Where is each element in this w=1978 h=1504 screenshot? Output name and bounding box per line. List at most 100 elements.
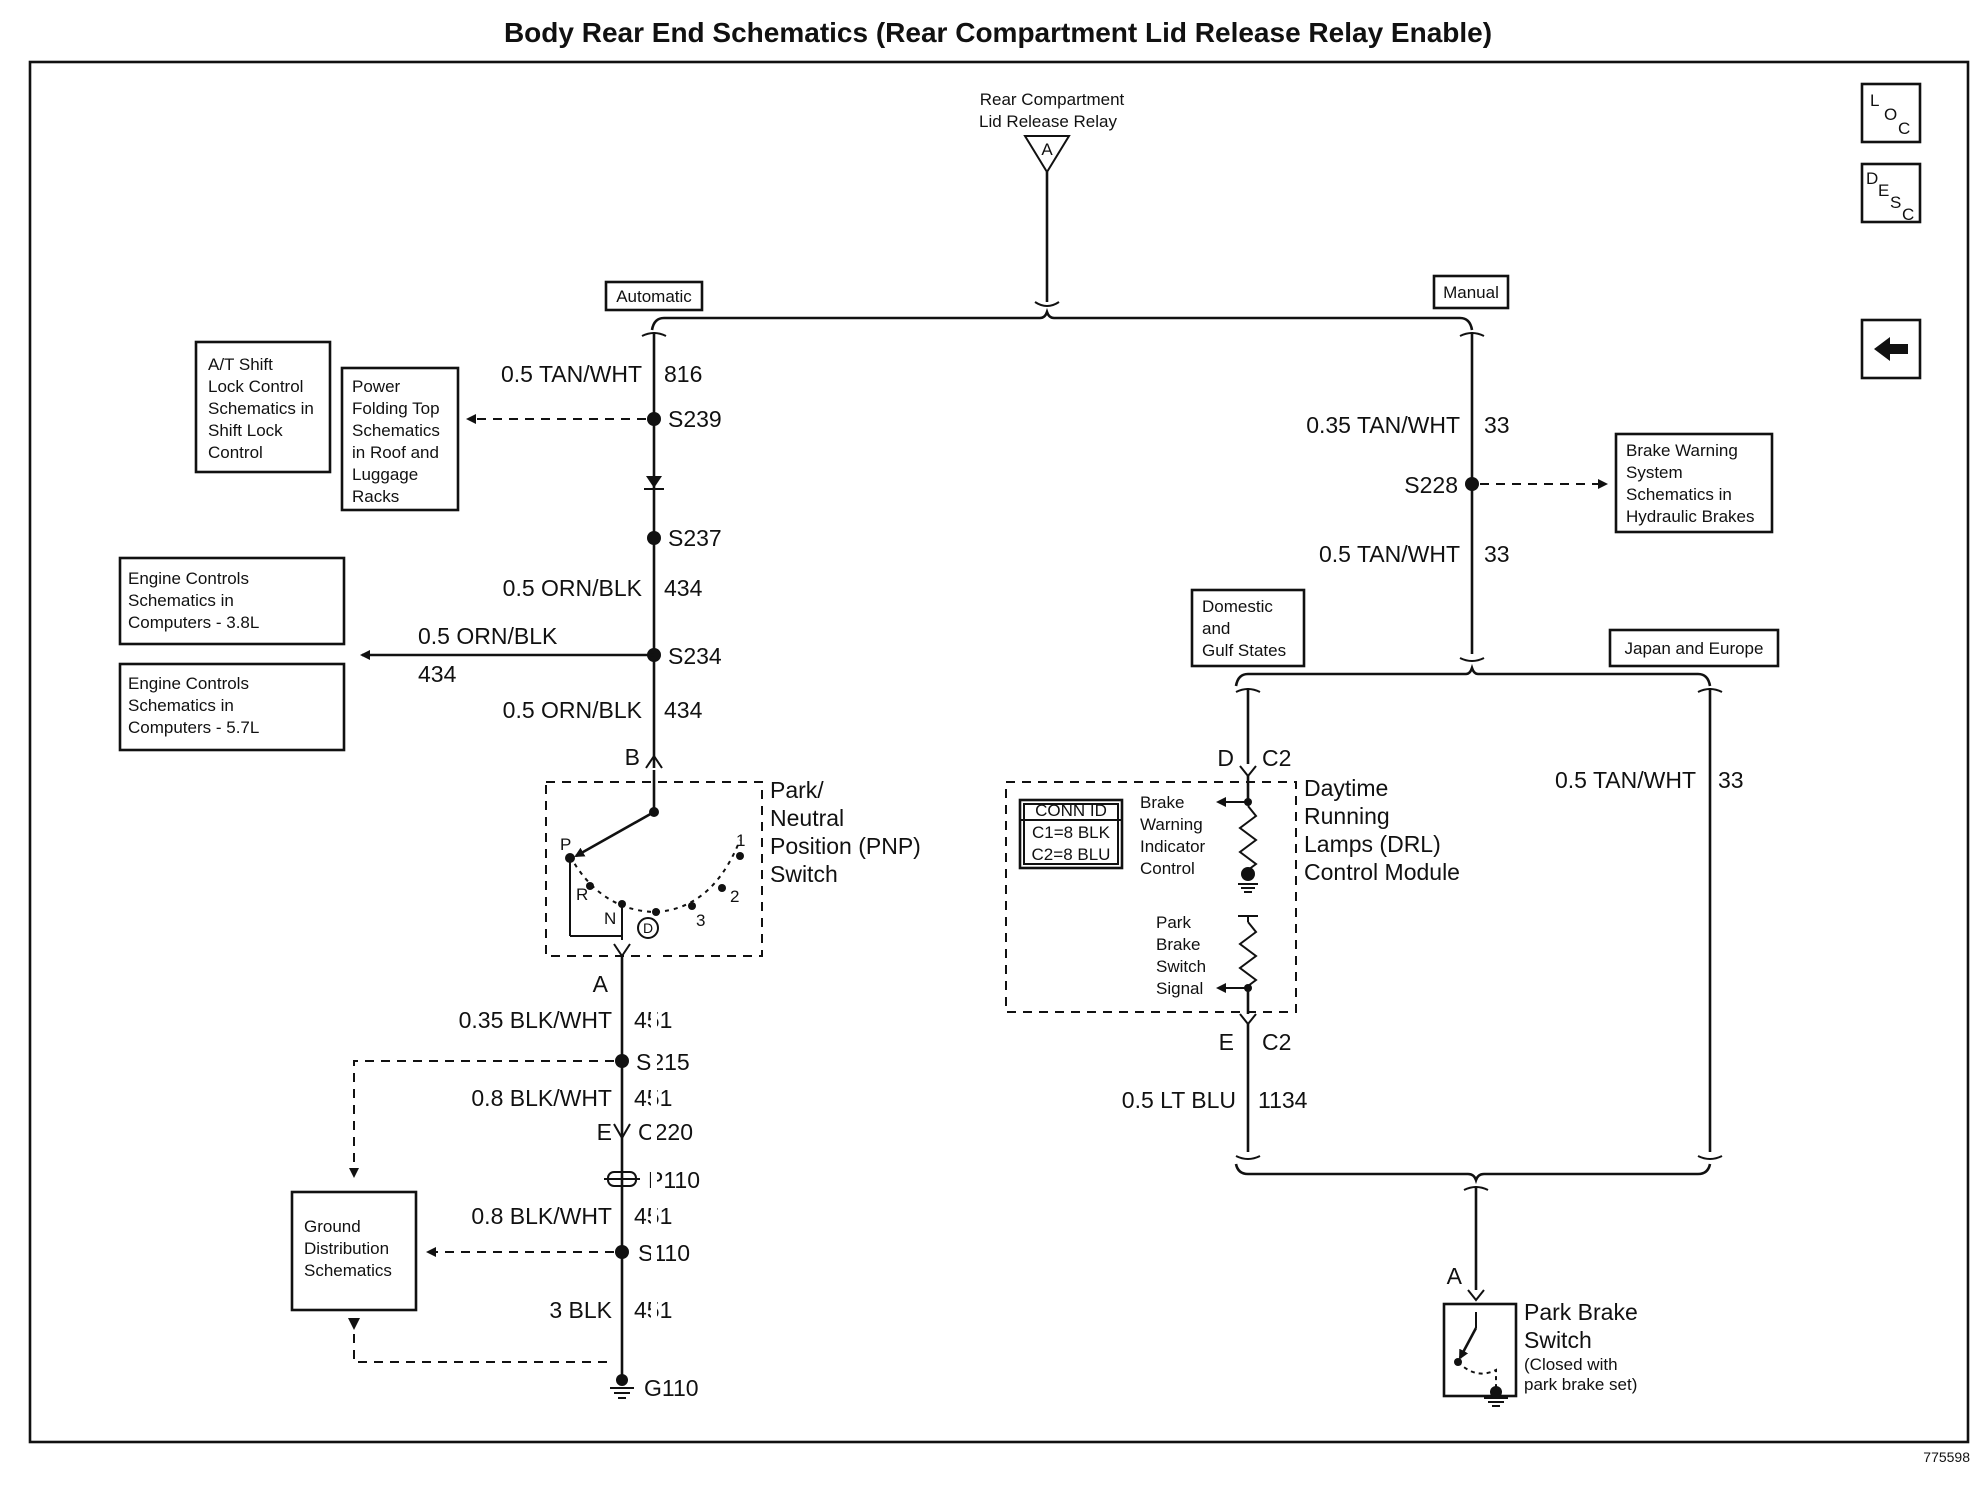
- splice-s239-label: S239: [668, 406, 722, 432]
- svg-text:Ground: Ground: [304, 1217, 361, 1236]
- svg-text:Manual: Manual: [1443, 283, 1499, 302]
- diagram-title: Body Rear End Schematics (Rear Compartme…: [504, 17, 1492, 48]
- svg-text:Schematics in: Schematics in: [128, 696, 234, 715]
- svg-text:Domestic: Domestic: [1202, 597, 1273, 616]
- diode-symbol: [644, 476, 664, 490]
- svg-text:CONN ID: CONN ID: [1035, 801, 1107, 820]
- splice-s228: [1465, 477, 1479, 491]
- ref-power-folding-top[interactable]: Power Folding Top Schematics in Roof and…: [340, 366, 460, 512]
- svg-text:Park/: Park/: [770, 777, 824, 803]
- svg-text:Computers - 3.8L: Computers - 3.8L: [128, 613, 259, 632]
- svg-text:Park: Park: [1156, 913, 1191, 932]
- wire-451b-label: 0.8 BLK/WHT: [471, 1085, 612, 1111]
- svg-text:Park Brake: Park Brake: [1524, 1299, 1638, 1325]
- desc-icon[interactable]: D E S C: [1860, 162, 1922, 224]
- splice-s215: [615, 1054, 629, 1068]
- option-label-japan-europe: Japan and Europe: [1608, 628, 1780, 668]
- drl-control-module: CONN ID C1=8 BLK C2=8 BLU Brake Warning …: [1005, 765, 1460, 1026]
- wire-1134-label: 0.5 LT BLU: [1122, 1087, 1236, 1113]
- japan-europe-circuit: [1697, 688, 1723, 1160]
- ref-brake-warning-system[interactable]: Brake Warning System Schematics in Hydra…: [1614, 432, 1774, 534]
- svg-text:C1=8 BLK: C1=8 BLK: [1032, 823, 1111, 842]
- svg-text:park brake set): park brake set): [1524, 1375, 1637, 1394]
- splice-s237: [647, 531, 661, 545]
- splice-s237-label: S237: [668, 525, 722, 551]
- svg-text:A: A: [1447, 1263, 1463, 1289]
- svg-text:Brake Warning: Brake Warning: [1626, 441, 1738, 460]
- svg-text:Hydraulic Brakes: Hydraulic Brakes: [1626, 507, 1755, 526]
- svg-text:C2=8 BLU: C2=8 BLU: [1032, 845, 1111, 864]
- svg-text:Brake: Brake: [1156, 935, 1200, 954]
- park-brake-switch: A Park Brake Switch (Closed with park br…: [1442, 1263, 1638, 1407]
- ref-engine-controls-5-7l[interactable]: Engine Controls Schematics in Computers …: [118, 662, 346, 752]
- svg-text:Warning: Warning: [1140, 815, 1203, 834]
- svg-text:A/T Shift: A/T Shift: [208, 355, 273, 374]
- svg-text:S: S: [1890, 193, 1901, 212]
- wire-434c-label: 0.5 ORN/BLK: [503, 697, 643, 723]
- splice-s228-label: S228: [1404, 472, 1458, 498]
- svg-text:Switch: Switch: [770, 861, 838, 887]
- svg-text:O: O: [1884, 105, 1897, 124]
- passthrough-p110: [604, 1171, 640, 1187]
- svg-text:Lock Control: Lock Control: [208, 377, 303, 396]
- svg-text:Control: Control: [1140, 859, 1195, 878]
- svg-text:Racks: Racks: [352, 487, 399, 506]
- svg-text:D: D: [1866, 169, 1878, 188]
- c2-top-pin: D: [1217, 745, 1234, 771]
- wire-33b-label: 0.5 TAN/WHT: [1319, 541, 1460, 567]
- ref-ground-distribution[interactable]: Ground Distribution Schematics: [290, 1190, 418, 1312]
- svg-text:Running: Running: [1304, 803, 1390, 829]
- svg-text:A: A: [1041, 140, 1053, 159]
- option-label-domestic: Domestic and Gulf States: [1190, 588, 1306, 668]
- wire-1134-circuit: 1134: [1258, 1087, 1308, 1113]
- wire-33a-label: 0.35 TAN/WHT: [1306, 412, 1460, 438]
- diagram-border: [28, 60, 1970, 1444]
- svg-text:R: R: [576, 885, 588, 904]
- pnp-pin-a: A: [593, 971, 609, 997]
- svg-text:L: L: [1870, 91, 1879, 110]
- svg-text:N: N: [604, 909, 616, 928]
- wire-451a-label: 0.35 BLK/WHT: [459, 1007, 612, 1033]
- ground-return-dashed: [353, 1318, 614, 1363]
- svg-text:Japan and Europe: Japan and Europe: [1625, 639, 1764, 658]
- figure-id: 775598: [1923, 1449, 1970, 1465]
- svg-text:Schematics in: Schematics in: [128, 591, 234, 610]
- svg-text:Engine Controls: Engine Controls: [128, 674, 249, 693]
- svg-text:B: B: [625, 744, 640, 770]
- splice-s234-label: S234: [668, 643, 722, 669]
- wire-451d-label: 3 BLK: [549, 1297, 612, 1323]
- svg-text:Automatic: Automatic: [616, 287, 692, 306]
- svg-text:Distribution: Distribution: [304, 1239, 389, 1258]
- manual-circuit: [1459, 332, 1485, 662]
- svg-text:1: 1: [736, 831, 745, 850]
- wire-434a-circuit: 434: [664, 575, 703, 601]
- splice-s215-label: S215: [636, 1049, 690, 1075]
- svg-text:Power: Power: [352, 377, 401, 396]
- loc-icon[interactable]: L O C: [1860, 82, 1922, 144]
- svg-text:Brake: Brake: [1140, 793, 1184, 812]
- ref-shift-lock[interactable]: A/T Shift Lock Control Schematics in Shi…: [194, 340, 332, 474]
- c220-pin: E: [597, 1119, 612, 1145]
- s215-ground-dashed: [349, 1060, 614, 1178]
- back-arrow-icon[interactable]: [1860, 318, 1922, 380]
- pnp-switch: B P R N D 3 2 1 Park/ Neutral Position (…: [545, 744, 921, 958]
- svg-text:Signal: Signal: [1156, 979, 1203, 998]
- svg-text:Engine Controls: Engine Controls: [128, 569, 249, 588]
- domestic-circuit: [1235, 688, 1261, 764]
- splice-s110: [615, 1245, 629, 1259]
- svg-text:3: 3: [696, 911, 705, 930]
- svg-text:Luggage: Luggage: [352, 465, 418, 484]
- option-label-manual: Manual: [1432, 274, 1510, 310]
- c220-connector: [613, 1123, 631, 1141]
- wire-33c-label: 0.5 TAN/WHT: [1555, 767, 1696, 793]
- ground-g110: [610, 1374, 634, 1399]
- option-bus-mid: [1234, 663, 1712, 687]
- wire-33a-circuit: 33: [1484, 412, 1510, 438]
- wire-33c-circuit: 33: [1718, 767, 1744, 793]
- svg-text:Neutral: Neutral: [770, 805, 844, 831]
- drl-output-bracket: [1235, 1155, 1261, 1160]
- c220-label: C220: [638, 1119, 693, 1145]
- ref-engine-controls-3-8l[interactable]: Engine Controls Schematics in Computers …: [118, 556, 346, 646]
- splice-s110-label: S110: [638, 1240, 690, 1266]
